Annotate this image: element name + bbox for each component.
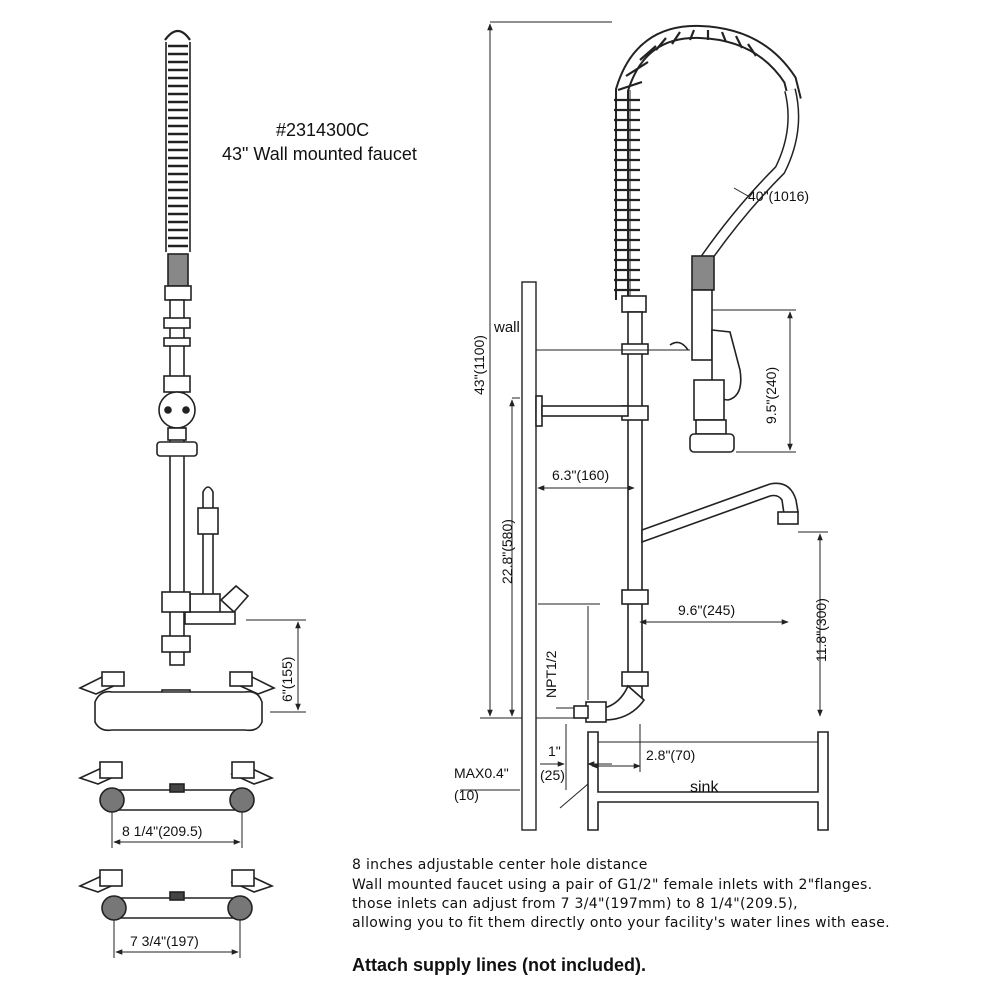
supply-lines-note: Attach supply lines (not included). <box>352 955 647 975</box>
note-line-2: Wall mounted faucet using a pair of G1/2… <box>352 877 873 893</box>
mount-height-label: 22.8"(580) <box>499 519 515 584</box>
wall-label: wall <box>493 319 520 336</box>
center-min-label: 7 3/4"(197) <box>130 933 199 949</box>
note-line-3: those inlets can adjust from 7 3/4"(197m… <box>352 896 798 912</box>
inlet-view-max <box>77 761 275 848</box>
npt-label: NPT1/2 <box>543 650 559 698</box>
center-max-label: 8 1/4"(209.5) <box>122 823 202 839</box>
part-number: #2314300C <box>276 120 370 140</box>
spray-valve-height-label: 9.5"(240) <box>763 367 779 424</box>
sink-label: sink <box>690 779 719 796</box>
wall <box>521 281 537 831</box>
front-height-label: 6"(155) <box>279 657 295 702</box>
max-label: MAX0.4" <box>454 765 509 781</box>
inlet-label: 1" <box>548 743 561 759</box>
front-view <box>78 29 306 732</box>
wall-offset-label: 6.3"(160) <box>552 467 609 483</box>
max-mm-label: (10) <box>454 787 479 803</box>
sink-offset-label: 2.8"(70) <box>646 747 695 763</box>
front-spring-coil <box>164 29 192 301</box>
spout-height-label: 11.8"(300) <box>813 598 829 662</box>
spout-reach-label: 9.6"(245) <box>678 602 735 618</box>
dimension-labels: 40"(1016) 43"(1100) wall 9.5"(240) 6.3"(… <box>122 188 829 949</box>
note-line-1: 8 inches adjustable center hole distance <box>352 857 648 873</box>
inlet-mm-label: (25) <box>540 767 565 783</box>
note-line-4: allowing you to fit them directly onto y… <box>352 915 890 931</box>
spray-valve <box>689 289 742 453</box>
product-title: 43" Wall mounted faucet <box>222 144 417 164</box>
inlet-view-min <box>77 869 275 958</box>
front-valve-body <box>78 671 276 732</box>
hose-length-label: 40"(1016) <box>748 188 809 204</box>
side-spout <box>641 482 799 544</box>
side-spring-hose <box>614 24 802 313</box>
sink <box>587 731 829 831</box>
side-riser-pipe <box>627 311 643 701</box>
side-view <box>460 21 829 831</box>
front-wall-bracket <box>158 391 196 441</box>
total-height-label: 43"(1100) <box>471 335 487 395</box>
